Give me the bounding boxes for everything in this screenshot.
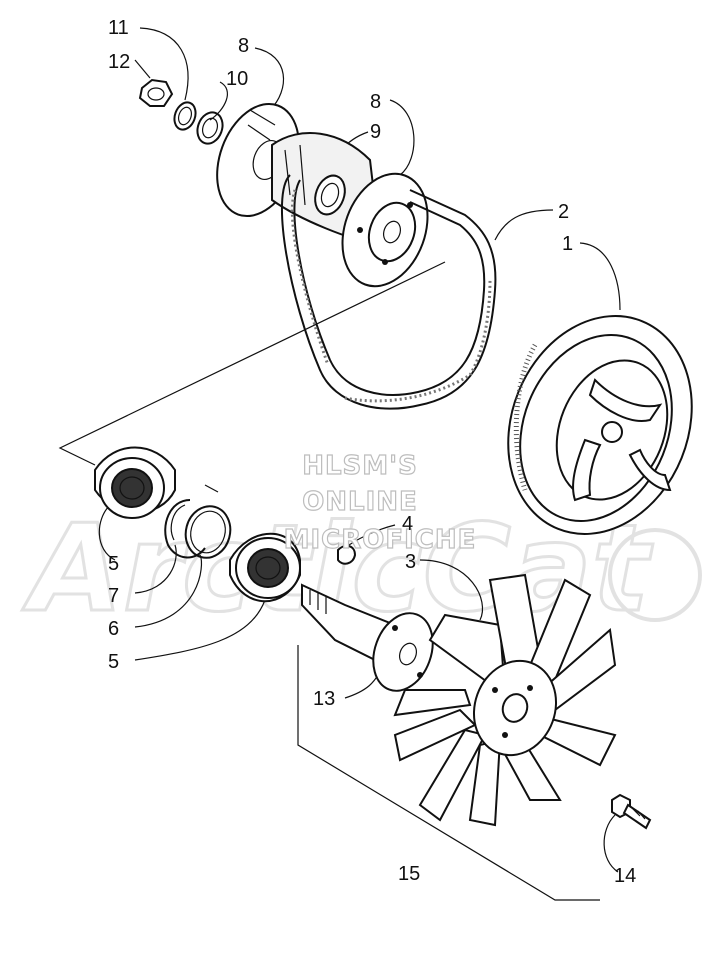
snap-ring-6 [184, 484, 232, 559]
callout-10: 10 [226, 68, 248, 90]
key-4 [337, 544, 357, 565]
watermark-line-2: ONLINE [302, 487, 418, 517]
bearing-5-upper [94, 446, 176, 519]
callout-14: 14 [614, 865, 636, 887]
callout-11: 11 [108, 17, 129, 39]
callout-12: 12 [108, 51, 130, 73]
callout-1: 1 [562, 233, 573, 255]
callout-6: 6 [108, 618, 119, 640]
pulley-half-8-front [341, 172, 429, 288]
callout-15: 15 [398, 863, 420, 885]
callout-4: 4 [402, 513, 413, 535]
washer-10 [196, 111, 224, 145]
watermark-line-1: HLSM'S [302, 451, 418, 481]
callout-8-top: 8 [238, 35, 249, 57]
callout-5-lower: 5 [108, 651, 119, 673]
shaft-13 [301, 583, 434, 692]
callout-7: 7 [108, 585, 119, 607]
bearing-5-lower [229, 532, 301, 603]
callout-13: 13 [313, 688, 335, 710]
callout-9: 9 [370, 121, 381, 143]
watermark: HLSM'S ONLINE MICROFICHE [283, 450, 477, 555]
callout-3: 3 [405, 551, 416, 573]
nut-12 [138, 78, 174, 107]
callout-5-upper: 5 [108, 553, 119, 575]
snap-ring-7 [164, 499, 206, 559]
drive-pulley-1 [507, 315, 693, 535]
spacer-9 [314, 174, 346, 216]
callout-labels: 11 12 8 10 8 9 2 1 4 3 5 7 6 5 13 15 14 [108, 17, 636, 887]
callout-8-second: 8 [370, 91, 381, 113]
fan-3 [393, 573, 617, 827]
bolt-14 [611, 793, 652, 830]
watermark-wheel-icon [608, 528, 702, 622]
watermark-line-3: MICROFICHE [284, 525, 477, 555]
drive-belt-2 [280, 174, 497, 410]
callout-2: 2 [558, 201, 569, 223]
lock-washer-11 [173, 101, 197, 131]
